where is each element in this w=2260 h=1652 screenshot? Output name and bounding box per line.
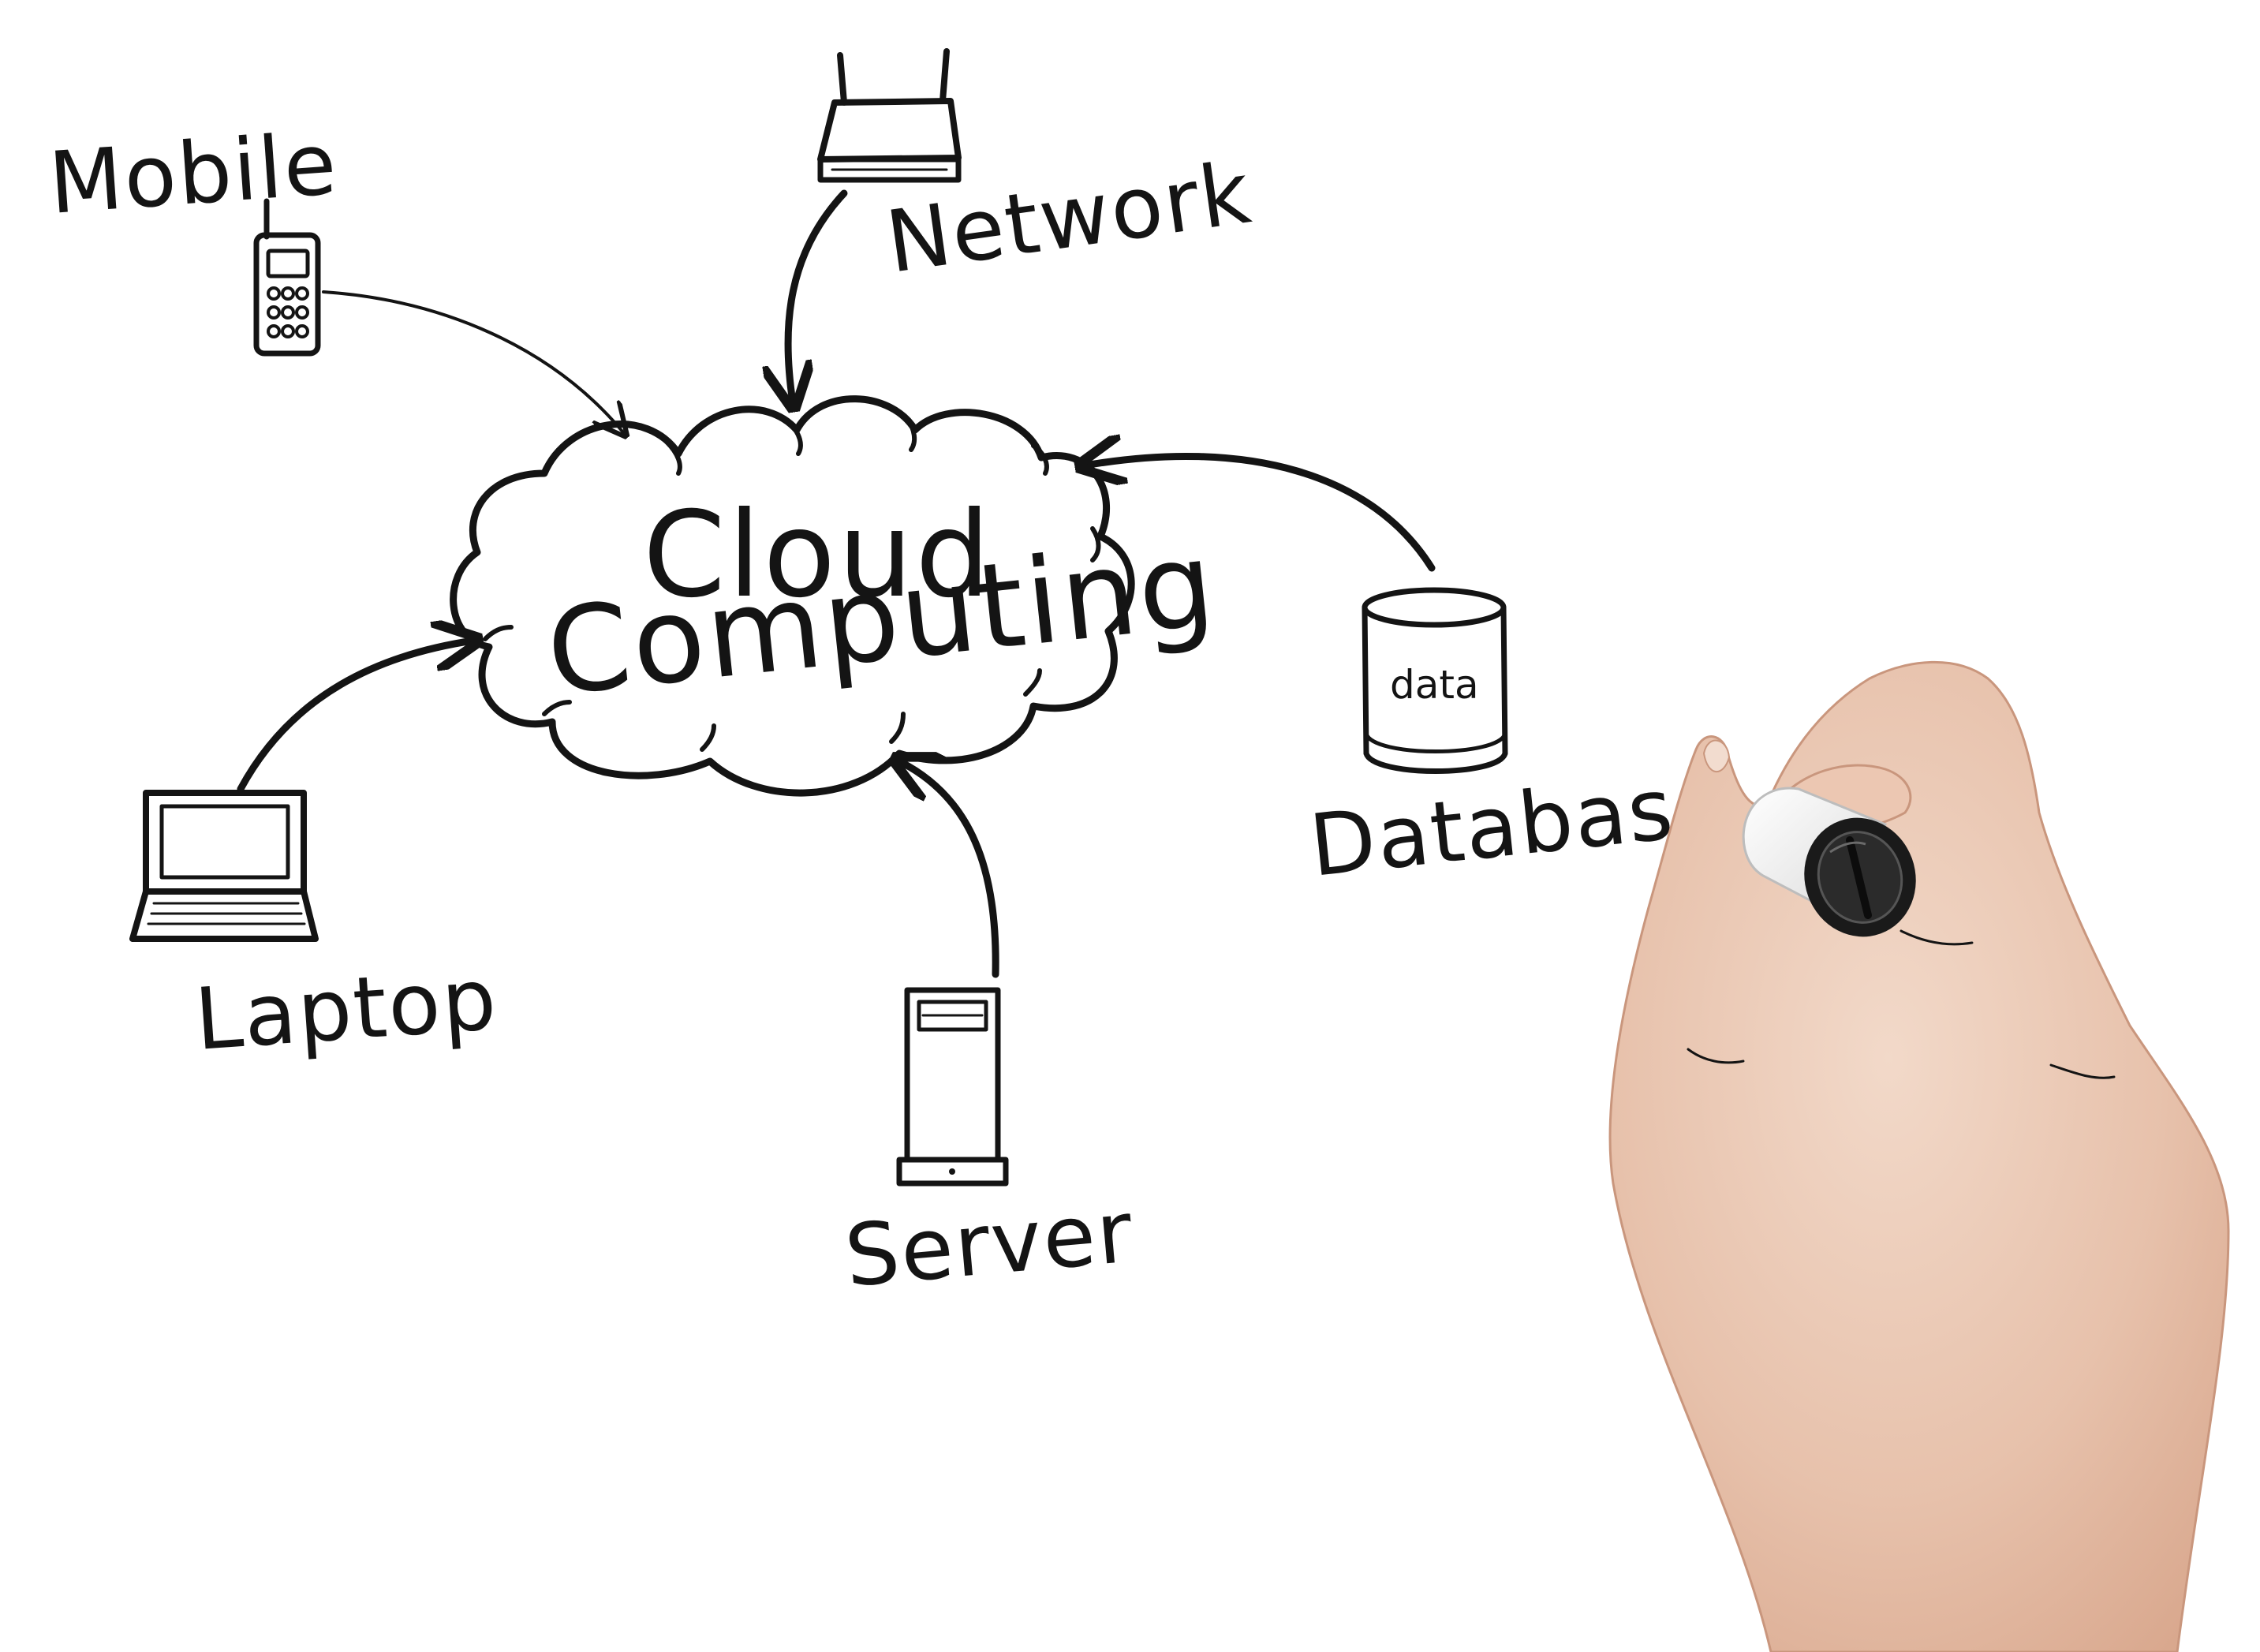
hand-icon [1608, 660, 2230, 1652]
network-label: Network [880, 144, 1257, 292]
edge-database-to-cloud [1085, 456, 1436, 572]
edge-mobile-to-cloud [322, 290, 623, 432]
edge-network-to-cloud [788, 189, 848, 402]
edge-laptop-to-cloud [237, 641, 473, 793]
server-label: Server [841, 1183, 1137, 1306]
hand-holding-marker-icon [1608, 660, 2230, 1652]
laptop-label: Laptop [192, 950, 501, 1069]
cloud-node: Cloud Computing [450, 395, 1223, 797]
laptop-node: Laptop [129, 790, 501, 1070]
edge-server-to-cloud [899, 761, 999, 978]
cloud-shape-icon [450, 395, 1135, 797]
mobile-phone-icon [253, 198, 321, 357]
server-node: Server [841, 987, 1137, 1306]
router-icon [817, 48, 962, 183]
database-cylinder-icon: data [1362, 587, 1508, 774]
server-tower-icon [896, 987, 1009, 1187]
database-inner-label: data [1390, 662, 1479, 708]
mobile-node: Mobile [46, 115, 341, 357]
network-node: Network [817, 48, 1257, 293]
mobile-label: Mobile [46, 115, 341, 234]
edges [237, 189, 1436, 978]
cloud-title-line1: Cloud [643, 487, 992, 624]
marker-pen-icon [1742, 787, 1916, 937]
laptop-icon [129, 790, 319, 942]
